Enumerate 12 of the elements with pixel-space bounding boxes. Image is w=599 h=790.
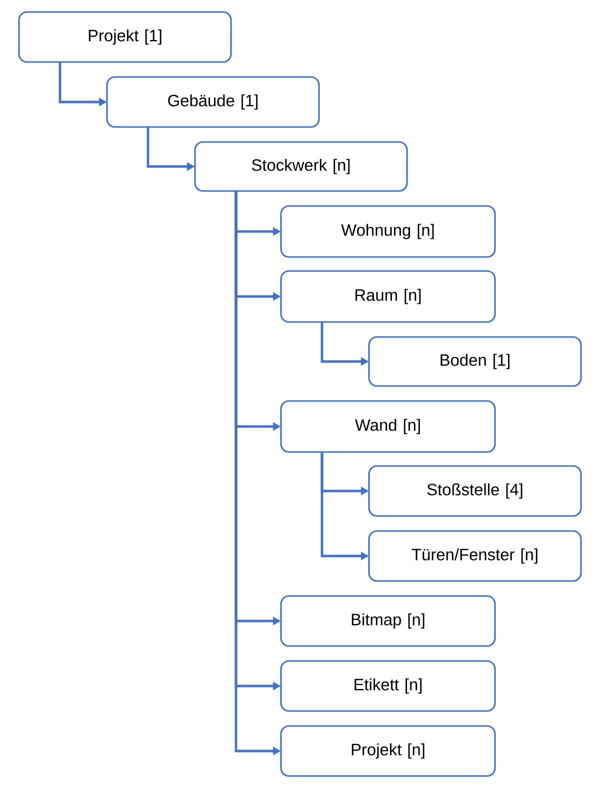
hierarchy-box: Etikett [n] <box>280 660 496 712</box>
hierarchy-box: Wand [n] <box>280 400 496 453</box>
hierarchy-box: Türen/Fenster [n] <box>368 530 582 582</box>
hierarchy-box: Stoßstelle [4] <box>368 465 582 517</box>
hierarchy-box: Projekt [1] <box>18 11 232 63</box>
hierarchy-box: Stockwerk [n] <box>194 141 408 192</box>
hierarchy-box: Projekt [n] <box>280 725 496 777</box>
hierarchy-box: Boden [1] <box>368 336 582 387</box>
hierarchy-box: Raum [n] <box>280 270 496 323</box>
hierarchy-box: Bitmap [n] <box>280 595 496 647</box>
hierarchy-box: Gebäude [1] <box>106 76 320 128</box>
hierarchy-box: Wohnung [n] <box>280 205 496 258</box>
